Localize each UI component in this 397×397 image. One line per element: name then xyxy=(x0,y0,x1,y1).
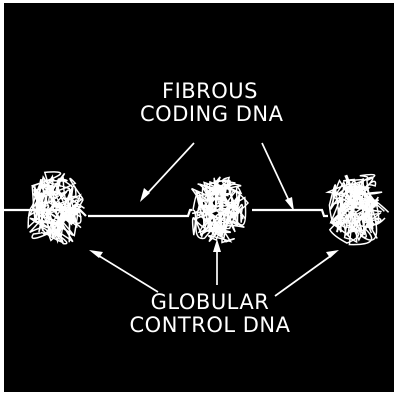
globular-dna-blob-center xyxy=(191,176,250,244)
arrow-globular-right-shaft xyxy=(274,254,333,297)
arrow-fibrous-right-shaft xyxy=(261,142,292,206)
dna-coil xyxy=(328,174,380,244)
arrowhead-fibrous-left xyxy=(140,188,150,202)
dna-coil xyxy=(329,178,390,246)
dna-coil xyxy=(31,175,82,245)
dna-coil xyxy=(29,177,77,241)
arrow-globular-left-shaft xyxy=(95,253,159,293)
fibrous-coding-dna-label: FIBROUS CODING DNA xyxy=(140,79,284,126)
dna-coil xyxy=(197,183,247,236)
globular-dna-blob-right xyxy=(325,173,390,246)
arrowhead-fibrous-right xyxy=(285,197,294,211)
fibrous-label-line-1: FIBROUS xyxy=(161,79,258,103)
arrowhead-globular-right xyxy=(326,250,339,258)
globular-label-line-2: CONTROL DNA xyxy=(129,313,291,337)
fibrous-label-line-2: CODING DNA xyxy=(140,102,284,126)
globular-label-line-1: GLOBULAR xyxy=(150,290,270,314)
dna-coil xyxy=(191,176,245,238)
arrow-fibrous-left-shaft xyxy=(144,142,195,197)
globular-blobs xyxy=(27,171,390,246)
globular-control-dna-label: GLOBULAR CONTROL DNA xyxy=(120,291,300,337)
arrows xyxy=(95,142,333,297)
arrowhead-globular-left xyxy=(89,250,103,258)
globular-dna-blob-left xyxy=(27,171,85,245)
arrowhead-globular-center xyxy=(213,239,221,252)
arrowheads xyxy=(89,188,339,258)
